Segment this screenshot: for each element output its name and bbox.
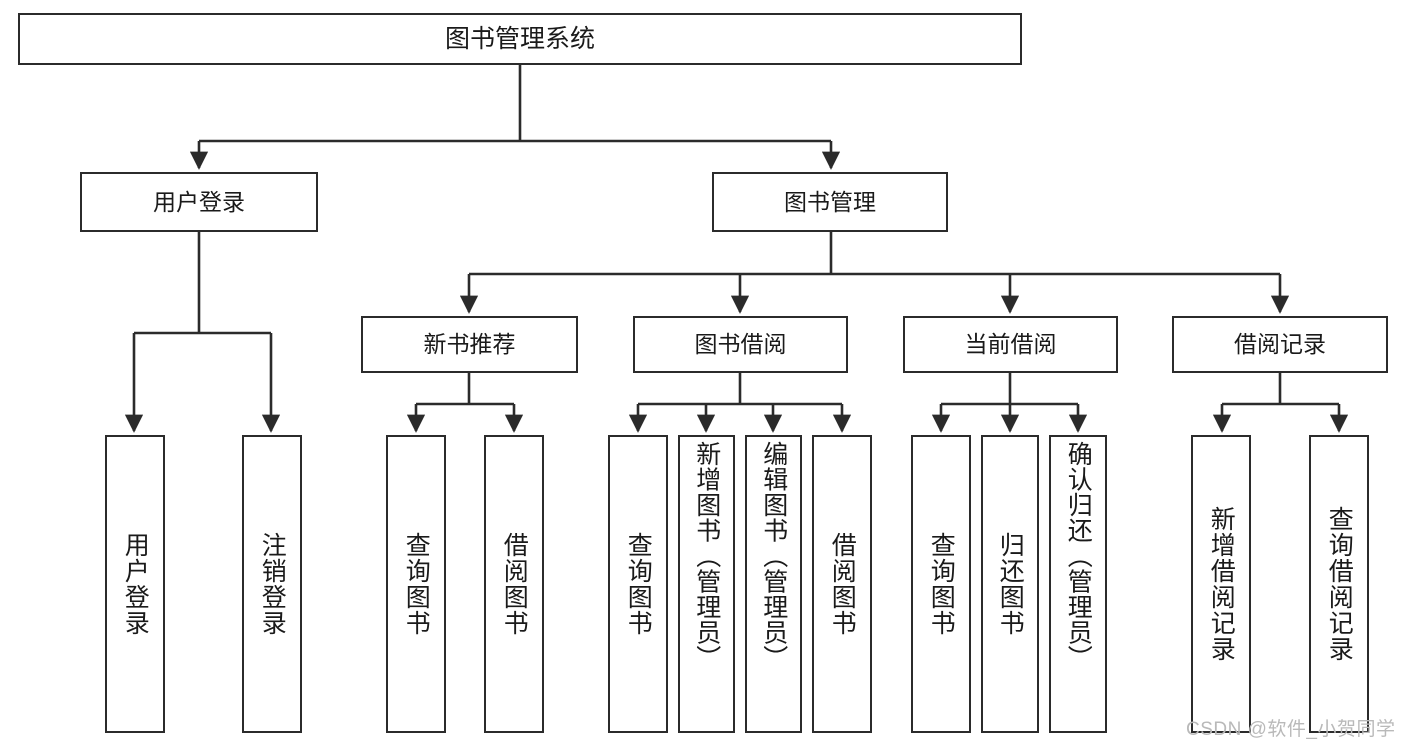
node-label: 图书管理 [784,188,876,215]
node-current-borrow[interactable]: 当前借阅 [903,316,1118,373]
leaf-logout[interactable]: 注销登录 [242,435,302,733]
node-new-book-recommend[interactable]: 新书推荐 [361,316,578,373]
node-label: 图书借阅 [694,331,787,358]
node-label: 当前借阅 [964,331,1057,358]
csdn-watermark: CSDN @软件_小贺同学 [1186,719,1396,740]
leaf-user-login[interactable]: 用户登录 [105,435,165,733]
node-book-borrow[interactable]: 图书借阅 [633,316,848,373]
leaf-query-book-borrow[interactable]: 查询图书 [608,435,668,733]
leaf-return-book[interactable]: 归还图书 [981,435,1039,733]
node-user-login[interactable]: 用户登录 [80,172,318,232]
leaf-edit-book-admin[interactable]: 编辑图书（管理员） [745,435,802,733]
node-root-system[interactable]: 图书管理系统 [18,13,1022,65]
leaf-borrow-book-recommend[interactable]: 借阅图书 [484,435,544,733]
node-label: 注销登录 [258,532,287,636]
node-label: 查询图书 [402,532,431,636]
node-label: 编辑图书（管理员） [759,441,788,671]
leaf-query-book-current[interactable]: 查询图书 [911,435,971,733]
leaf-add-book-admin[interactable]: 新增图书（管理员） [678,435,735,733]
leaf-query-book-recommend[interactable]: 查询图书 [386,435,446,733]
node-label: 新增图书（管理员） [692,441,721,671]
node-label: 查询借阅记录 [1325,506,1354,662]
leaf-query-borrow-record[interactable]: 查询借阅记录 [1309,435,1369,733]
node-label: 确认归还（管理员） [1064,441,1093,671]
node-label: 新书推荐 [423,331,516,358]
node-borrow-record[interactable]: 借阅记录 [1172,316,1388,373]
node-label: 查询图书 [624,532,653,636]
node-label: 借阅记录 [1234,331,1326,358]
leaf-confirm-return-admin[interactable]: 确认归还（管理员） [1049,435,1107,733]
node-label: 新增借阅记录 [1207,506,1236,662]
node-label: 用户登录 [121,532,150,636]
leaf-add-borrow-record[interactable]: 新增借阅记录 [1191,435,1251,733]
node-label: 借阅图书 [500,532,529,636]
node-book-management[interactable]: 图书管理 [712,172,948,232]
node-label: 用户登录 [153,188,245,215]
node-label: 查询图书 [927,532,956,636]
node-label: 归还图书 [996,532,1025,636]
node-label: 借阅图书 [828,532,857,636]
leaf-borrow-book[interactable]: 借阅图书 [812,435,872,733]
node-label: 图书管理系统 [444,24,595,53]
